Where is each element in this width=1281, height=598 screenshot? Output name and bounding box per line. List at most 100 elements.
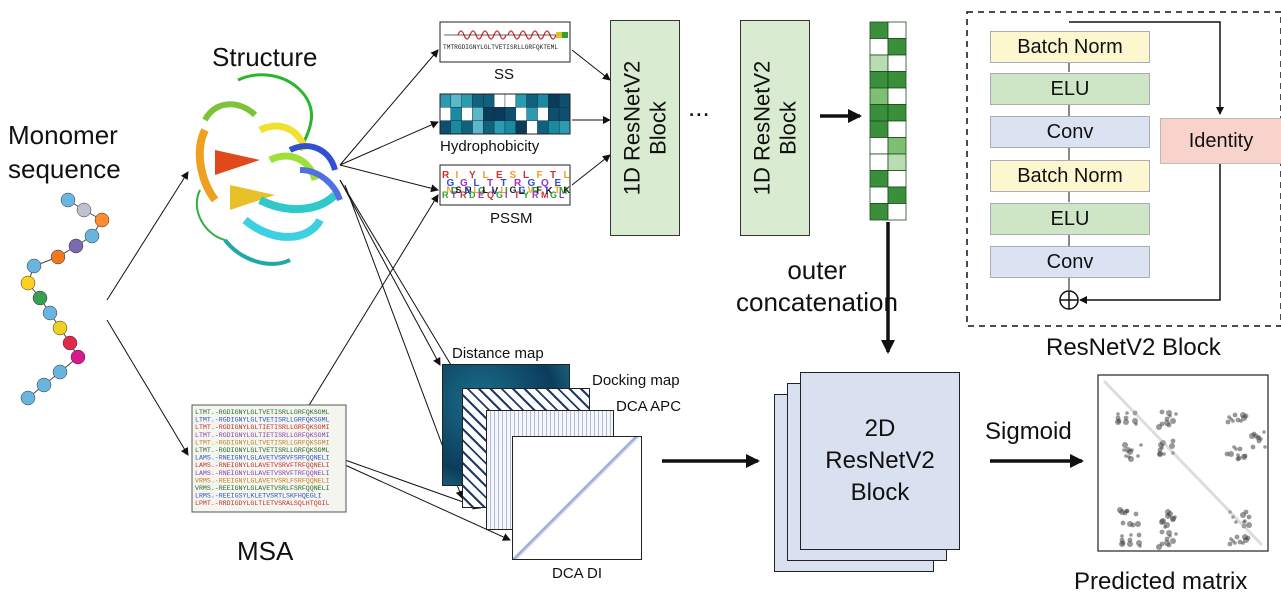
pssm-letter: L xyxy=(501,185,507,195)
vector-cell xyxy=(869,203,889,221)
distance-map-label: Distance map xyxy=(452,345,544,362)
vector-cell xyxy=(869,21,889,39)
pssm-letter: M xyxy=(541,190,549,200)
pred-spot xyxy=(1115,415,1121,421)
block-1d-last-label: 1D ResNetV2 Block xyxy=(749,60,801,196)
pred-spot xyxy=(1117,507,1123,513)
msa-row: LTMT.-RGDIGNYLGLTIETISRLLGRFQKSGMI xyxy=(195,424,330,431)
pssm-letter: L xyxy=(523,170,529,181)
vector-cell xyxy=(887,120,907,138)
hydro-cell xyxy=(439,93,452,108)
pred-spot xyxy=(1224,451,1230,457)
vector-cell xyxy=(869,120,889,138)
pred-spot xyxy=(1170,538,1176,544)
pred-spot xyxy=(1129,533,1133,537)
outer-concatenation-label: outer concatenation xyxy=(736,255,898,317)
pred-spot xyxy=(1156,424,1162,430)
pred-spot xyxy=(1122,448,1126,452)
pred-spot xyxy=(1119,541,1125,547)
pred-spot xyxy=(1243,509,1249,515)
pssm-letter: D xyxy=(469,190,476,200)
pssm-letter: T xyxy=(487,178,493,189)
vector-cell xyxy=(869,153,889,171)
feature-vector xyxy=(869,21,907,221)
pssm-letter: N xyxy=(465,186,472,197)
msa-row: LAMS.-RNEIGNYLGLAVETVSRVFTRFQQNELI xyxy=(195,470,330,477)
hydro-cell xyxy=(537,93,549,108)
pred-spot xyxy=(1241,454,1247,460)
pred-spot xyxy=(1164,420,1170,426)
sequence-bead xyxy=(94,212,110,228)
hydro-cell xyxy=(515,120,527,135)
hydro-cell xyxy=(493,107,506,121)
pred-spot xyxy=(1232,412,1238,418)
pred-spot xyxy=(1234,520,1238,524)
hydro-cell xyxy=(526,107,538,121)
monomer-sequence-label: Monomer sequence xyxy=(8,120,121,184)
pssm-letter: R xyxy=(514,178,522,189)
protein-structure-image xyxy=(195,73,343,266)
resnet-layer-elu-1: ELU xyxy=(990,73,1150,105)
hydro-cell xyxy=(537,120,549,135)
dca-di-map xyxy=(512,436,642,560)
ss-panel xyxy=(439,21,571,63)
pred-spot xyxy=(1231,539,1235,543)
pred-spot xyxy=(1157,451,1163,457)
sequence-bead xyxy=(52,364,68,380)
pred-spot xyxy=(1236,453,1240,457)
pssm-letter: E xyxy=(478,190,484,200)
pred-spot xyxy=(1166,410,1172,416)
pred-spot xyxy=(1164,540,1170,546)
sequence-beads xyxy=(20,192,110,406)
structure-label: Structure xyxy=(212,42,318,72)
pred-spot xyxy=(1227,541,1233,547)
pred-spot xyxy=(1249,433,1255,439)
ss-sequence-text: TMTRGDIGNYLGLTVETISRLLGRFQKTEML xyxy=(443,44,558,51)
pssm-letter: N xyxy=(447,185,454,195)
vector-cell xyxy=(869,38,889,56)
sequence-bead xyxy=(32,290,48,306)
pred-spot xyxy=(1170,418,1176,424)
pssm-letter: G xyxy=(478,186,486,197)
block-1d-first-label: 1D ResNetV2 Block xyxy=(619,60,671,196)
arrow-ss-block xyxy=(571,49,611,81)
pssm-letter: S xyxy=(510,170,517,181)
pred-spot xyxy=(1125,411,1129,415)
pred-spot xyxy=(1166,530,1172,536)
pred-spot xyxy=(1156,544,1162,550)
pred-spot xyxy=(1167,511,1173,517)
vector-cell xyxy=(887,38,907,56)
hydro-cell xyxy=(515,93,527,108)
pssm-letter: Q xyxy=(541,178,549,189)
msa-row: LTMT.-RGDIGNYLGLTVETISRLLGRFQKSGMI xyxy=(195,439,330,446)
msa-label: MSA xyxy=(237,536,294,566)
pred-spot xyxy=(1237,446,1243,452)
pred-spot xyxy=(1228,510,1232,514)
pred-spot xyxy=(1122,442,1128,448)
pssm-letter: I xyxy=(505,190,508,200)
pred-spot xyxy=(1127,541,1133,547)
pssm-letter: R xyxy=(442,190,449,200)
sequence-bead xyxy=(20,390,36,406)
hydro-cell xyxy=(461,93,473,108)
sequence-bead xyxy=(70,349,86,365)
skip-connection xyxy=(1069,21,1224,115)
pred-spot xyxy=(1123,419,1129,425)
arrow-seq-msa xyxy=(106,319,189,456)
pred-spot xyxy=(1127,537,1133,543)
hydro-cell xyxy=(548,107,560,121)
skip-connection-return xyxy=(1079,162,1221,304)
pred-spot xyxy=(1228,451,1234,457)
hydro-cell xyxy=(461,120,473,135)
pssm-letter: E xyxy=(496,170,503,181)
pred-spot xyxy=(1120,534,1124,538)
docking-map-label: Docking map xyxy=(592,372,680,389)
msa-row: LTMT.-RGDIGNYLGLTVETISRLLGRFQKSGML xyxy=(195,417,330,424)
pred-spot xyxy=(1162,452,1166,456)
pred-spot xyxy=(1246,514,1252,520)
block-1d-first: 1D ResNetV2 Block xyxy=(610,20,680,236)
vector-cell xyxy=(887,137,907,155)
hydro-cell xyxy=(450,93,462,108)
hydrophobicity-grid xyxy=(439,93,571,135)
pssm-letter: K xyxy=(546,186,554,197)
